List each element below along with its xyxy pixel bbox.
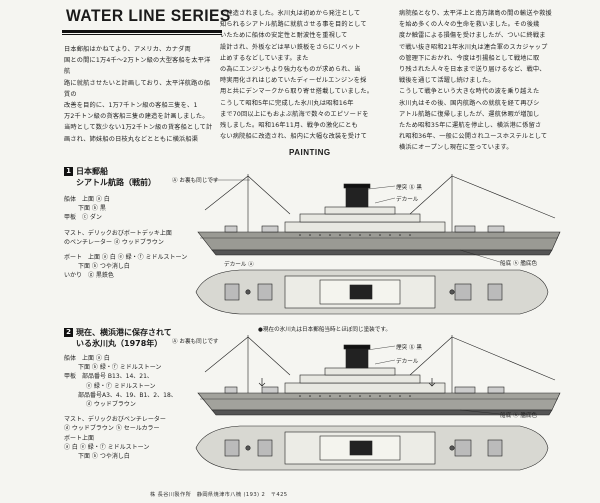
section-2-specs: 船体 上面 ⓐ 白 下面 ⓑ 緑・ⓕ ミドルストーン 甲板 部品番号 B13、1… [64, 354, 214, 461]
section-1-specs: 船体 上面 ⓐ 白 下面 ⓑ 黒 甲板 ⓒ ダン マスト、デリックおびボートデッ… [64, 195, 214, 281]
text-line: 路に就航させたいと計画しており、太平洋航路の船質の [64, 79, 211, 98]
painting-heading: PAINTING [289, 148, 331, 157]
label-funnel: 煙突 ⓖ 黒 [396, 185, 422, 191]
text-line: 設計され、外板などは早い鉄板をさらにリベット [220, 43, 361, 51]
text-line: 横浜にオープンし現在に至っています。 [399, 144, 513, 152]
text-line: り残された人々を日本まで送り届けるなど、戦中、 [399, 66, 546, 74]
text-line: 万2千トン級の貨客船三隻の建造を計画しました。 [64, 113, 209, 121]
title-rule [62, 30, 222, 33]
title-rule-thin [62, 34, 222, 35]
spec-line: ⓐ 白 ⓔ 緑・ⓕ ミドルストーン [64, 443, 150, 451]
text-line: 残しました。昭和16年11月、戦争の激化にとも [220, 122, 358, 130]
spec-line: 下面 ⓑ 緑・ⓕ ミドルストーン [78, 364, 162, 372]
label-decal: デカール [396, 359, 419, 365]
text-line: 画され、姉妹船の日枝丸などとともに横浜船渠 [64, 135, 199, 143]
text-line: 時実用化されはじめていたディーゼルエンジンを採 [220, 77, 367, 85]
label-same-both-sides: Ⓐ お裏も同じです [172, 178, 219, 184]
section-subtitle: シアトル航路（戦前） [76, 178, 156, 187]
spec-line: のベンチレーター ⓓ ウッドブラウン [64, 238, 164, 246]
label-same-both-sides: Ⓐ お裏も同じです [172, 339, 219, 345]
text-line: 用と共にデンマークから取り寄せ搭載していました。 [220, 88, 374, 96]
text-line: いたために船体の安定性と耐波性を重視して [220, 32, 348, 40]
section-title: 現在、横浜港に保存されて [76, 328, 172, 337]
spec-line: 部品番号A3、4、19、B1、2、18、 [78, 391, 177, 399]
text-line: 氷川丸はその後、国内航路への就航を経て再びシ [399, 99, 540, 107]
spec-line: いかり ⓖ 黒鉄色 [64, 272, 114, 280]
text-line: 当時として数少ない1万2千トン級の貨客船として計 [64, 124, 213, 132]
text-line: まで70回以上にもおよぶ航海で数々のエピソードを [220, 110, 369, 118]
label-decal-deck: デカール ⓐ [224, 262, 254, 268]
label-decal: デカール [396, 197, 419, 203]
label-funnel: 煙突 ⓖ 黒 [396, 345, 422, 351]
spec-line: マスト、デリックおびベンチレーター [64, 416, 166, 424]
publisher-footer: 株 長谷川製作所 静岡県焼津市八楠 (193) 2 〒425 [150, 492, 288, 498]
text-line: の管理下におかれ、今度は引揚船として戦地に取 [399, 54, 540, 62]
text-line: 改善を目的に、1万7千トン級の客船三隻を、1 [64, 102, 198, 110]
text-line: の為にエンジンもより強力なものが求められ、当 [220, 66, 361, 74]
hikawa-note: ●現在の氷川丸は日本郵船当時とほぼ同じ塗装です。 [258, 327, 391, 333]
spec-line: 甲板 ⓒ ダン [64, 214, 102, 222]
spec-line: 下面 ⓑ つや消し白 [78, 453, 130, 461]
text-line: 知られるシアトル航路に就航させる事を目的として [220, 21, 367, 29]
section-subtitle: いる氷川丸（1978年） [76, 339, 163, 348]
series-title: WATER LINE SERIES [66, 6, 231, 25]
text-line: れ昭和36年、一般に公開されユースホステルとして [399, 133, 548, 141]
spec-line: 下面 ⓑ つや消し白 [78, 263, 130, 271]
text-line: 戦後を通じて活躍し続けました。 [399, 77, 495, 85]
text-line: で建造されました。氷川丸は初めから発注として [220, 10, 361, 17]
intro-column-1: 日本郵船はかねてより、アメリカ、カナダ両 国との間に1万4千～2万トン級の大型客… [64, 44, 216, 145]
spec-line: ⓓ ウッドブラウン [86, 401, 136, 409]
spec-line: ボート 上面 ⓐ 白 ⓔ 緑・ⓕ ミドルストーン [64, 254, 188, 262]
text-line: 度か触雷による損傷を受けましたが、ついに終戦ま [399, 32, 546, 40]
spec-line: マスト、デリックおびボートデッキ上面 [64, 229, 172, 237]
text-line: たため昭和35年に運航を停止し、横浜港に係留さ [399, 122, 542, 130]
text-line: で戦い抜き昭和21年氷川丸は連合軍のスカジャップ [399, 43, 548, 51]
intro-column-2: で建造されました。氷川丸は初めから発注として 知られるシアトル航路に就航させる事… [220, 8, 395, 142]
spec-line: ⓓ ウッドブラウン ⓗ セールカラー [64, 425, 160, 433]
text-line: こうして昭和5年に完成した氷川丸は昭和16年 [220, 99, 354, 107]
text-line: 日本郵船はかねてより、アメリカ、カナダ両 [64, 46, 191, 53]
text-line: 病院船となり、太平洋上と南方諸島の間の輸送や救援 [399, 10, 552, 17]
text-line: こうして戦争という大きな時代の波を乗り越えた [399, 88, 540, 96]
label-ship-bottom: 船底 ⓗ 艦底色 [500, 261, 538, 267]
spec-line: 下面 ⓑ 黒 [78, 205, 106, 213]
text-line: を始め多くの人々の生命を救いました。その後幾 [399, 21, 540, 29]
text-line: アトル航路に復帰しましたが、運航休暇が増加し [399, 110, 540, 118]
text-line: 止めするなどしています。また [220, 54, 309, 62]
text-line: 国との間に1万4千～2万トン級の大型客船を太平洋航 [64, 57, 211, 76]
section-title: 日本郵船 [76, 167, 108, 176]
text-line: ない病院船に改造され、船内に大幅な改装を受けて [220, 133, 367, 141]
section-number: 2 [64, 328, 73, 337]
spec-line: 甲板 部品番号 B13、14、21、 [64, 373, 153, 381]
spec-line: 船体 上面 ⓐ 白 [64, 355, 110, 362]
spec-line: ⓔ 緑・ⓕ ミドルストーン [86, 382, 156, 390]
spec-line: ボート上面 [64, 434, 95, 442]
intro-column-3: 病院船となり、太平洋上と南方諸島の間の輸送や救援 を始め多くの人々の生命を救いま… [399, 8, 569, 154]
section-number: 1 [64, 167, 73, 176]
label-ship-bottom: 船底 ⓗ 艦底色 [500, 413, 538, 419]
spec-line: 船体 上面 ⓐ 白 [64, 196, 110, 203]
